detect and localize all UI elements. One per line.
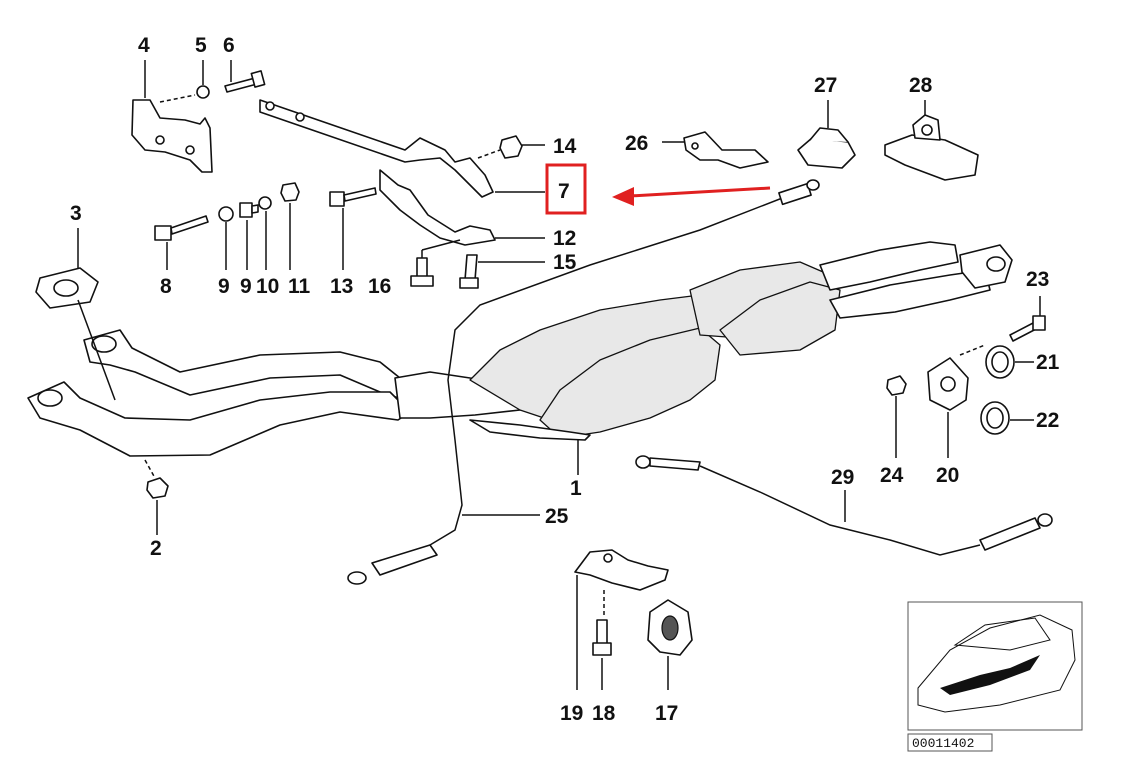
callout-24: 24: [880, 464, 904, 487]
part-5-washer: [196, 85, 210, 99]
callout-7: 7: [558, 180, 570, 203]
callout-25: 25: [545, 505, 569, 528]
callout-27: 27: [814, 74, 837, 97]
callout-3: 3: [70, 202, 82, 225]
highlight-box: [545, 163, 587, 215]
part-17-rubber-mount: [647, 599, 693, 656]
part-20-gasket: [927, 357, 969, 411]
callout-8: 8: [160, 275, 172, 298]
part-25-oxygen-sensor: [347, 179, 820, 585]
highlight-arrow: [612, 186, 771, 206]
part-23-bolt: [1009, 315, 1046, 342]
part-16-bolt: [410, 257, 434, 287]
callout-15: 15: [553, 251, 577, 274]
part-9-bolt-b: [239, 202, 259, 218]
inset-car-locator: 00011402: [907, 601, 1083, 752]
callout-29: 29: [831, 466, 854, 489]
part-13-bolt: [329, 187, 377, 207]
callout-2: 2: [150, 537, 162, 560]
part-14-nut: [499, 135, 523, 159]
callout-21: 21: [1036, 351, 1060, 374]
callout-11: 11: [288, 275, 311, 298]
callout-19: 19: [560, 702, 583, 725]
part-27-clip: [797, 127, 856, 169]
part-21-ring: [985, 345, 1015, 379]
part-22-ring: [980, 401, 1010, 435]
part-4-bracket: [131, 99, 213, 173]
callout-4: 4: [138, 34, 150, 57]
callout-16: 16: [368, 275, 391, 298]
callout-23: 23: [1026, 268, 1049, 291]
part-11-nut: [280, 182, 300, 202]
callout-1: 1: [570, 477, 582, 500]
part-12-bracket: [379, 169, 496, 246]
callout-13: 13: [330, 275, 353, 298]
callout-10: 10: [256, 275, 279, 298]
part-29-oxygen-sensor: [635, 455, 1053, 556]
part-9-washer-a: [218, 206, 234, 222]
callout-18: 18: [592, 702, 616, 725]
part-7-bracket: [259, 99, 494, 198]
part-8-bolt: [154, 215, 209, 241]
callout-12: 12: [553, 227, 576, 250]
callout-28: 28: [909, 74, 933, 97]
part-24-nut: [886, 375, 907, 396]
callout-17: 17: [655, 702, 678, 725]
part-18-bolt: [592, 619, 612, 656]
inset-reference-number: 00011402: [912, 736, 974, 751]
callout-22: 22: [1036, 409, 1059, 432]
callout-20: 20: [936, 464, 959, 487]
part-10-washer: [258, 196, 272, 210]
callout-6: 6: [223, 34, 235, 57]
callout-5: 5: [195, 34, 207, 57]
part-15-bolt: [459, 254, 479, 289]
part-26-clip: [683, 131, 769, 169]
part-19-bracket: [574, 549, 669, 591]
part-2-nut: [146, 477, 169, 499]
part-1-exhaust-system: [27, 241, 1013, 457]
callout-26: 26: [625, 132, 648, 155]
callout-9b: 9: [240, 275, 252, 298]
part-6-bolt: [224, 70, 266, 93]
part-3-gasket: [35, 267, 99, 309]
callout-14: 14: [553, 135, 577, 158]
callout-9a: 9: [218, 275, 230, 298]
part-28-hanger: [884, 114, 979, 181]
